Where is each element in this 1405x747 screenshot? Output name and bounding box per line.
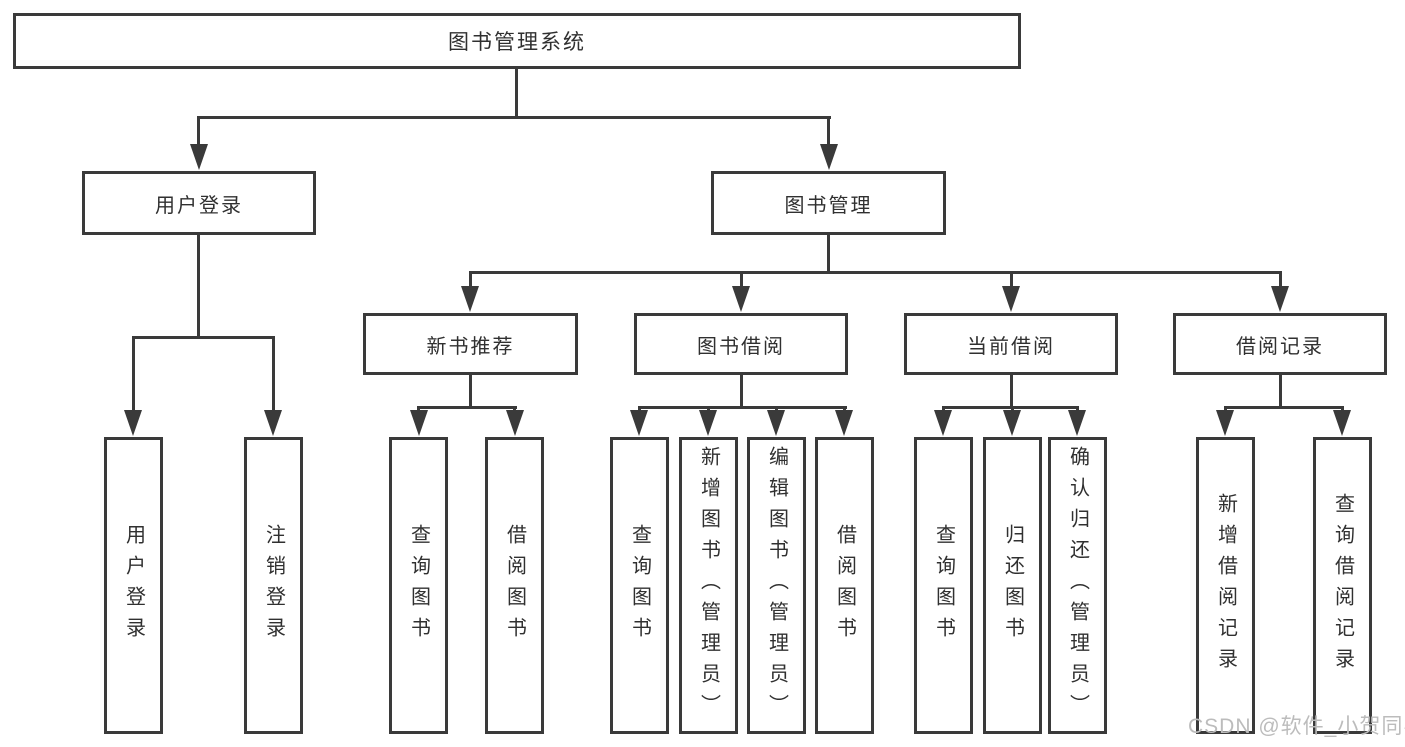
connector-line (1010, 274, 1013, 288)
arrow-down-icon (264, 410, 282, 436)
arrow-down-icon (767, 410, 785, 436)
leaf-query-book-borrow: 查询图书 (610, 437, 669, 734)
leaf-logout: 注销登录 (244, 437, 303, 734)
arrow-down-icon (1271, 286, 1289, 312)
node-book-management: 图书管理 (711, 171, 946, 235)
node-current-borrow: 当前借阅 (904, 313, 1118, 375)
leaf-confirm-return-admin: 确认归还（管理员） (1048, 437, 1107, 734)
arrow-down-icon (1002, 286, 1020, 312)
csdn-watermark: CSDN @软件_小贺同学 (1188, 715, 1405, 738)
leaf-add-borrow-record: 新增借阅记录 (1196, 437, 1255, 734)
leaf-query-borrow-record: 查询借阅记录 (1313, 437, 1372, 734)
connector-line (132, 336, 275, 339)
leaf-label: 查询图书 (628, 523, 651, 648)
arrow-down-icon (934, 410, 952, 436)
arrow-down-icon (630, 410, 648, 436)
connector-line (942, 406, 1079, 409)
connector-line (469, 375, 472, 408)
leaf-edit-book-admin: 编辑图书（管理员） (747, 437, 806, 734)
arrow-down-icon (732, 286, 750, 312)
leaf-label: 查询图书 (932, 523, 955, 648)
connector-line (1224, 406, 1344, 409)
node-label: 借阅记录 (1236, 335, 1324, 358)
arrow-down-icon (835, 410, 853, 436)
leaf-query-book-recommend: 查询图书 (389, 437, 448, 734)
arrow-down-icon (820, 144, 838, 170)
connector-line (197, 234, 200, 338)
node-book-borrow: 图书借阅 (634, 313, 848, 375)
arrow-down-icon (124, 410, 142, 436)
leaf-label: 注销登录 (262, 523, 285, 648)
arrow-down-icon (1216, 410, 1234, 436)
leaf-label: 新增借阅记录 (1214, 492, 1237, 679)
leaf-return-book: 归还图书 (983, 437, 1042, 734)
leaf-label: 用户登录 (122, 523, 145, 648)
connector-line (827, 118, 830, 150)
leaf-user-login: 用户登录 (104, 437, 163, 734)
arrow-down-icon (410, 410, 428, 436)
node-new-book-recommend: 新书推荐 (363, 313, 578, 375)
leaf-label: 借阅图书 (833, 523, 856, 648)
connector-line (515, 68, 518, 118)
node-user-login: 用户登录 (82, 171, 316, 235)
arrow-down-icon (1068, 410, 1086, 436)
connector-line (197, 116, 831, 119)
leaf-label: 编辑图书（管理员） (765, 446, 788, 725)
leaf-query-book-current: 查询图书 (914, 437, 973, 734)
node-label: 图书管理系统 (448, 31, 586, 54)
connector-line (1279, 274, 1282, 288)
node-label: 当前借阅 (967, 335, 1055, 358)
connector-line (740, 375, 743, 408)
connector-line (132, 338, 135, 412)
leaf-label: 借阅图书 (503, 523, 526, 648)
connector-line (827, 234, 830, 273)
arrow-down-icon (1333, 410, 1351, 436)
connector-line (638, 406, 847, 409)
node-library-system: 图书管理系统 (13, 13, 1021, 69)
connector-line (740, 274, 743, 288)
node-label: 图书借阅 (697, 335, 785, 358)
node-label: 用户登录 (155, 194, 243, 217)
leaf-label: 查询图书 (407, 523, 430, 648)
arrow-down-icon (1003, 410, 1021, 436)
node-borrow-records: 借阅记录 (1173, 313, 1387, 375)
leaf-label: 归还图书 (1001, 523, 1024, 648)
leaf-label: 查询借阅记录 (1331, 492, 1354, 679)
leaf-borrow-book: 借阅图书 (815, 437, 874, 734)
arrow-down-icon (461, 286, 479, 312)
arrow-down-icon (506, 410, 524, 436)
leaf-label: 确认归还（管理员） (1066, 446, 1089, 725)
node-label: 图书管理 (784, 194, 873, 217)
arrow-down-icon (699, 410, 717, 436)
connector-line (417, 406, 517, 409)
node-label: 新书推荐 (426, 335, 515, 358)
leaf-add-book-admin: 新增图书（管理员） (679, 437, 738, 734)
leaf-label: 新增图书（管理员） (697, 446, 720, 725)
connector-line (197, 118, 200, 150)
connector-line (1010, 375, 1013, 408)
connector-line (1279, 375, 1282, 408)
leaf-borrow-book-recommend: 借阅图书 (485, 437, 544, 734)
connector-line (272, 338, 275, 412)
arrow-down-icon (190, 144, 208, 170)
connector-line (469, 274, 472, 288)
connector-line (469, 271, 1282, 274)
